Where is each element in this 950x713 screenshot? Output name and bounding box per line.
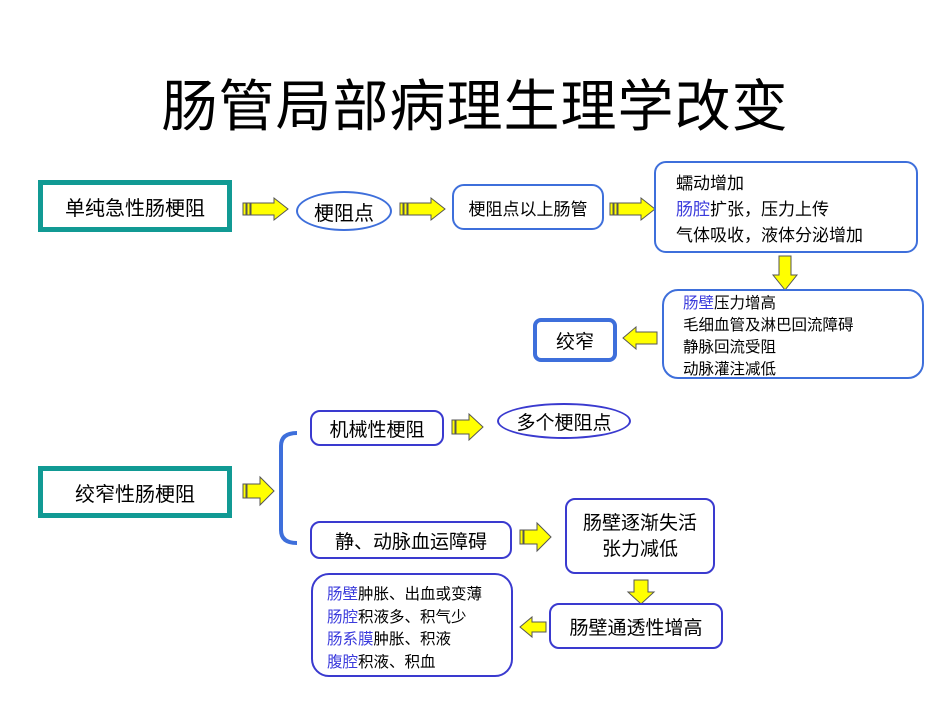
strangulated-obstruction-box: 绞窄性肠梗阻 — [38, 466, 232, 518]
consequence-line: 肠壁肿胀、出血或变薄 — [327, 583, 511, 606]
consequence-line: 肠系膜肿胀、积液 — [327, 628, 511, 651]
highlight-term: 腹腔 — [327, 652, 359, 671]
down-arrow-icon — [771, 255, 799, 291]
right-arrow-icon — [519, 521, 552, 553]
effect-line: 肠壁压力增高 — [683, 292, 922, 314]
consequence-line: 腹腔积液、积血 — [327, 651, 511, 674]
left-arrow-icon — [622, 325, 658, 351]
strangulation-result-box: 绞窄 — [533, 318, 617, 362]
highlight-term: 肠腔 — [676, 200, 710, 220]
right-arrow-icon — [399, 196, 446, 222]
right-arrow-icon — [242, 196, 289, 222]
obstruction-point-ellipse: 梗阻点 — [296, 191, 392, 231]
highlight-term: 肠系膜 — [327, 630, 374, 648]
vascular-disorder-box: 静、动脉血运障碍 — [310, 521, 512, 559]
effect-line: 肠腔扩张，压力上传 — [676, 197, 916, 223]
multiple-points-ellipse: 多个梗阻点 — [497, 403, 631, 439]
effect-text: 扩张，压力上传 — [710, 200, 829, 220]
consequence-text: 积液、积血 — [358, 652, 436, 671]
right-arrow-icon — [451, 412, 484, 442]
effect-line: 气体吸收，液体分泌增加 — [676, 226, 863, 246]
wall-devitalization-box: 肠壁逐渐失活 张力减低 — [565, 498, 715, 574]
consequence-text: 肿胀、积液 — [373, 630, 452, 648]
down-arrow-icon — [626, 579, 656, 605]
right-arrow-icon — [609, 196, 656, 222]
consequence-text: 肿胀、出血或变薄 — [358, 585, 483, 603]
effect-line: 毛细血管及淋巴回流障碍 — [683, 316, 854, 334]
left-arrow-icon — [519, 615, 547, 639]
above-obstruction-box: 梗阻点以上肠管 — [452, 184, 604, 230]
wall-effects-box: 肠壁压力增高 毛细血管及淋巴回流障碍 静脉回流受阻 动脉灌注减低 — [662, 289, 924, 379]
proximal-effects-box: 蠕动增加 肠腔扩张，压力上传 气体吸收，液体分泌增加 — [654, 161, 918, 253]
wall-loss-line: 张力减低 — [601, 538, 678, 560]
effect-text: 压力增高 — [714, 294, 777, 312]
highlight-term: 肠壁 — [683, 294, 715, 312]
consequences-box: 肠壁肿胀、出血或变薄 肠腔积液多、积气少 肠系膜肿胀、积液 腹腔积液、积血 — [311, 573, 513, 677]
effect-line: 动脉灌注减低 — [683, 360, 777, 378]
wall-loss-line: 肠壁逐渐失活 — [582, 512, 697, 534]
right-arrow-icon — [242, 475, 275, 507]
effect-line: 静脉回流受阻 — [683, 338, 777, 356]
simple-obstruction-box: 单纯急性肠梗阻 — [38, 180, 232, 232]
effect-line: 蠕动增加 — [676, 174, 744, 194]
highlight-term: 肠腔 — [327, 607, 359, 626]
slide-title: 肠管局部病理生理学改变 — [161, 75, 789, 140]
branch-bracket — [279, 431, 298, 545]
consequence-text: 积液多、积气少 — [358, 607, 467, 626]
highlight-term: 肠壁 — [327, 585, 359, 603]
permeability-box: 肠壁通透性增高 — [549, 603, 723, 649]
mechanical-obstruction-box: 机械性梗阻 — [310, 410, 444, 446]
consequence-line: 肠腔积液多、积气少 — [327, 606, 511, 629]
